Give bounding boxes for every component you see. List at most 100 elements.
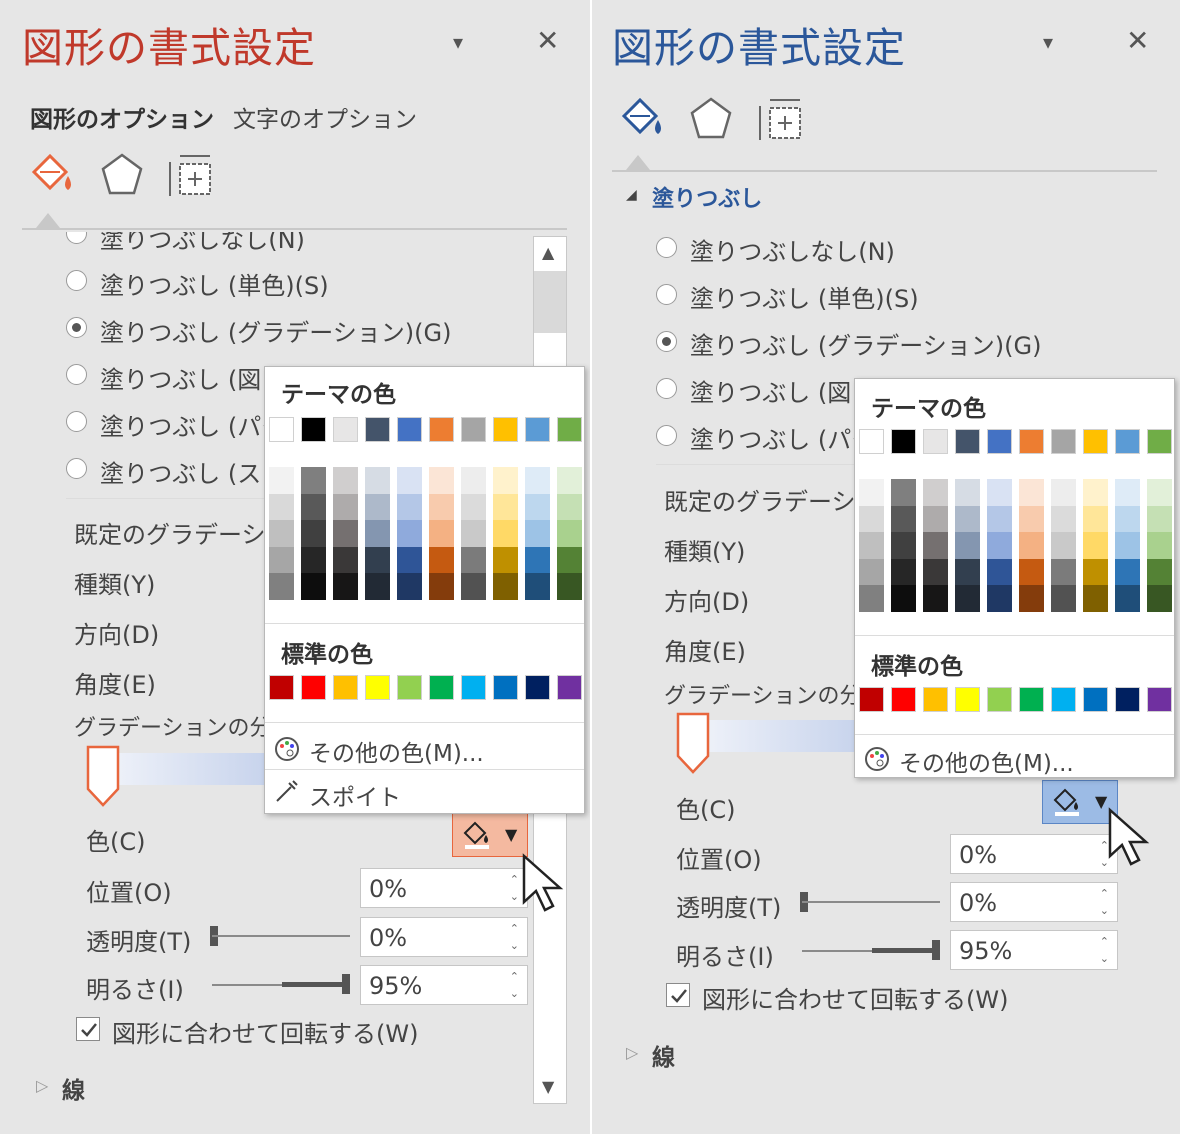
color-swatch[interactable] bbox=[493, 493, 518, 520]
color-swatch[interactable] bbox=[365, 520, 390, 547]
brightness-slider[interactable] bbox=[212, 984, 350, 986]
radio-pattern-fill[interactable] bbox=[66, 411, 87, 432]
color-swatch[interactable] bbox=[1115, 479, 1140, 506]
brightness-slider[interactable] bbox=[802, 950, 940, 952]
spin-arrows-icon[interactable]: ⌃⌄ bbox=[509, 970, 519, 1000]
color-swatch[interactable] bbox=[1147, 585, 1172, 612]
brightness-spinner[interactable]: 95% ⌃⌄ bbox=[360, 965, 528, 1005]
color-swatch[interactable] bbox=[891, 687, 916, 712]
color-swatch[interactable] bbox=[333, 675, 358, 700]
color-swatch[interactable] bbox=[1083, 687, 1108, 712]
color-swatch[interactable] bbox=[1083, 558, 1108, 585]
close-icon[interactable]: ✕ bbox=[1126, 24, 1150, 57]
spin-arrows-icon[interactable]: ⌃⌄ bbox=[509, 922, 519, 952]
radio-picture-fill[interactable] bbox=[656, 378, 677, 399]
color-swatch[interactable] bbox=[1115, 429, 1140, 454]
eyedropper-item[interactable]: スポイト bbox=[309, 785, 401, 811]
collapse-arrow-icon[interactable]: ◢ bbox=[626, 187, 637, 203]
pane-options-chevron-icon[interactable]: ▾ bbox=[453, 30, 464, 54]
scroll-down-arrow-icon[interactable]: ▼ bbox=[542, 1077, 555, 1096]
color-swatch[interactable] bbox=[301, 546, 326, 573]
fill-color-button[interactable]: ▼ bbox=[452, 813, 528, 857]
radio-slide-bg-fill[interactable] bbox=[66, 458, 87, 479]
color-swatch[interactable] bbox=[1147, 429, 1172, 454]
brightness-spinner[interactable]: 95% ⌃⌄ bbox=[950, 930, 1118, 970]
color-swatch[interactable] bbox=[1115, 687, 1140, 712]
color-swatch[interactable] bbox=[859, 505, 884, 532]
more-colors-item[interactable]: その他の色(M)... bbox=[899, 751, 1074, 777]
pane-options-chevron-icon[interactable]: ▾ bbox=[1043, 30, 1054, 54]
color-swatch[interactable] bbox=[333, 467, 358, 494]
color-swatch[interactable] bbox=[525, 675, 550, 700]
transparency-spinner[interactable]: 0% ⌃⌄ bbox=[950, 882, 1118, 922]
color-swatch[interactable] bbox=[301, 675, 326, 700]
color-swatch[interactable] bbox=[1083, 532, 1108, 559]
color-swatch[interactable] bbox=[1083, 585, 1108, 612]
color-swatch[interactable] bbox=[859, 687, 884, 712]
color-swatch[interactable] bbox=[923, 687, 948, 712]
color-swatch[interactable] bbox=[525, 493, 550, 520]
color-swatch[interactable] bbox=[923, 479, 948, 506]
color-swatch[interactable] bbox=[955, 429, 980, 454]
color-swatch[interactable] bbox=[923, 505, 948, 532]
color-swatch[interactable] bbox=[891, 558, 916, 585]
color-swatch[interactable] bbox=[987, 505, 1012, 532]
color-swatch[interactable] bbox=[397, 546, 422, 573]
radio-solid-fill[interactable] bbox=[66, 270, 87, 291]
brightness-slider-thumb[interactable] bbox=[342, 974, 350, 994]
effects-pentagon-icon[interactable] bbox=[689, 96, 733, 146]
color-swatch[interactable] bbox=[987, 429, 1012, 454]
color-swatch[interactable] bbox=[493, 573, 518, 600]
color-swatch[interactable] bbox=[365, 417, 390, 442]
effects-pentagon-icon[interactable] bbox=[100, 152, 144, 202]
fill-line-icon[interactable] bbox=[618, 94, 666, 148]
section-line[interactable]: 線 bbox=[62, 1078, 85, 1104]
color-swatch[interactable] bbox=[557, 520, 582, 547]
color-swatch[interactable] bbox=[1115, 532, 1140, 559]
expand-arrow-icon[interactable]: ▷ bbox=[36, 1076, 49, 1095]
color-swatch[interactable] bbox=[557, 493, 582, 520]
color-swatch[interactable] bbox=[1019, 532, 1044, 559]
color-swatch[interactable] bbox=[557, 675, 582, 700]
color-swatch[interactable] bbox=[987, 532, 1012, 559]
color-swatch[interactable] bbox=[301, 520, 326, 547]
gradient-stop-handle[interactable] bbox=[86, 745, 120, 811]
color-swatch[interactable] bbox=[955, 687, 980, 712]
transparency-slider[interactable] bbox=[802, 901, 940, 903]
color-swatch[interactable] bbox=[1051, 505, 1076, 532]
color-swatch[interactable] bbox=[269, 573, 294, 600]
color-swatch[interactable] bbox=[461, 675, 486, 700]
color-swatch[interactable] bbox=[1115, 558, 1140, 585]
color-swatch[interactable] bbox=[891, 429, 916, 454]
tab-text-options[interactable]: 文字のオプション bbox=[233, 107, 417, 133]
section-fill[interactable]: 塗りつぶし bbox=[652, 187, 763, 212]
color-swatch[interactable] bbox=[1147, 532, 1172, 559]
color-swatch[interactable] bbox=[429, 546, 454, 573]
color-swatch[interactable] bbox=[1147, 558, 1172, 585]
color-swatch[interactable] bbox=[301, 493, 326, 520]
transparency-spinner[interactable]: 0% ⌃⌄ bbox=[360, 917, 528, 957]
color-swatch[interactable] bbox=[397, 675, 422, 700]
color-swatch[interactable] bbox=[859, 479, 884, 506]
color-swatch[interactable] bbox=[955, 558, 980, 585]
color-swatch[interactable] bbox=[333, 546, 358, 573]
radio-no-fill[interactable] bbox=[656, 237, 677, 258]
color-swatch[interactable] bbox=[365, 675, 390, 700]
color-swatch[interactable] bbox=[1115, 505, 1140, 532]
color-swatch[interactable] bbox=[429, 417, 454, 442]
spin-arrows-icon[interactable]: ⌃⌄ bbox=[1099, 935, 1109, 965]
size-properties-icon[interactable] bbox=[166, 152, 214, 202]
color-swatch[interactable] bbox=[1051, 585, 1076, 612]
color-swatch[interactable] bbox=[461, 467, 486, 494]
scroll-up-arrow-icon[interactable]: ▲ bbox=[542, 243, 555, 262]
color-swatch[interactable] bbox=[557, 573, 582, 600]
radio-solid-fill[interactable] bbox=[656, 284, 677, 305]
color-swatch[interactable] bbox=[923, 532, 948, 559]
color-swatch[interactable] bbox=[891, 505, 916, 532]
color-swatch[interactable] bbox=[1019, 585, 1044, 612]
color-swatch[interactable] bbox=[923, 429, 948, 454]
color-swatch[interactable] bbox=[987, 558, 1012, 585]
color-swatch[interactable] bbox=[557, 417, 582, 442]
radio-gradient-fill[interactable] bbox=[656, 331, 677, 352]
color-swatch[interactable] bbox=[429, 675, 454, 700]
